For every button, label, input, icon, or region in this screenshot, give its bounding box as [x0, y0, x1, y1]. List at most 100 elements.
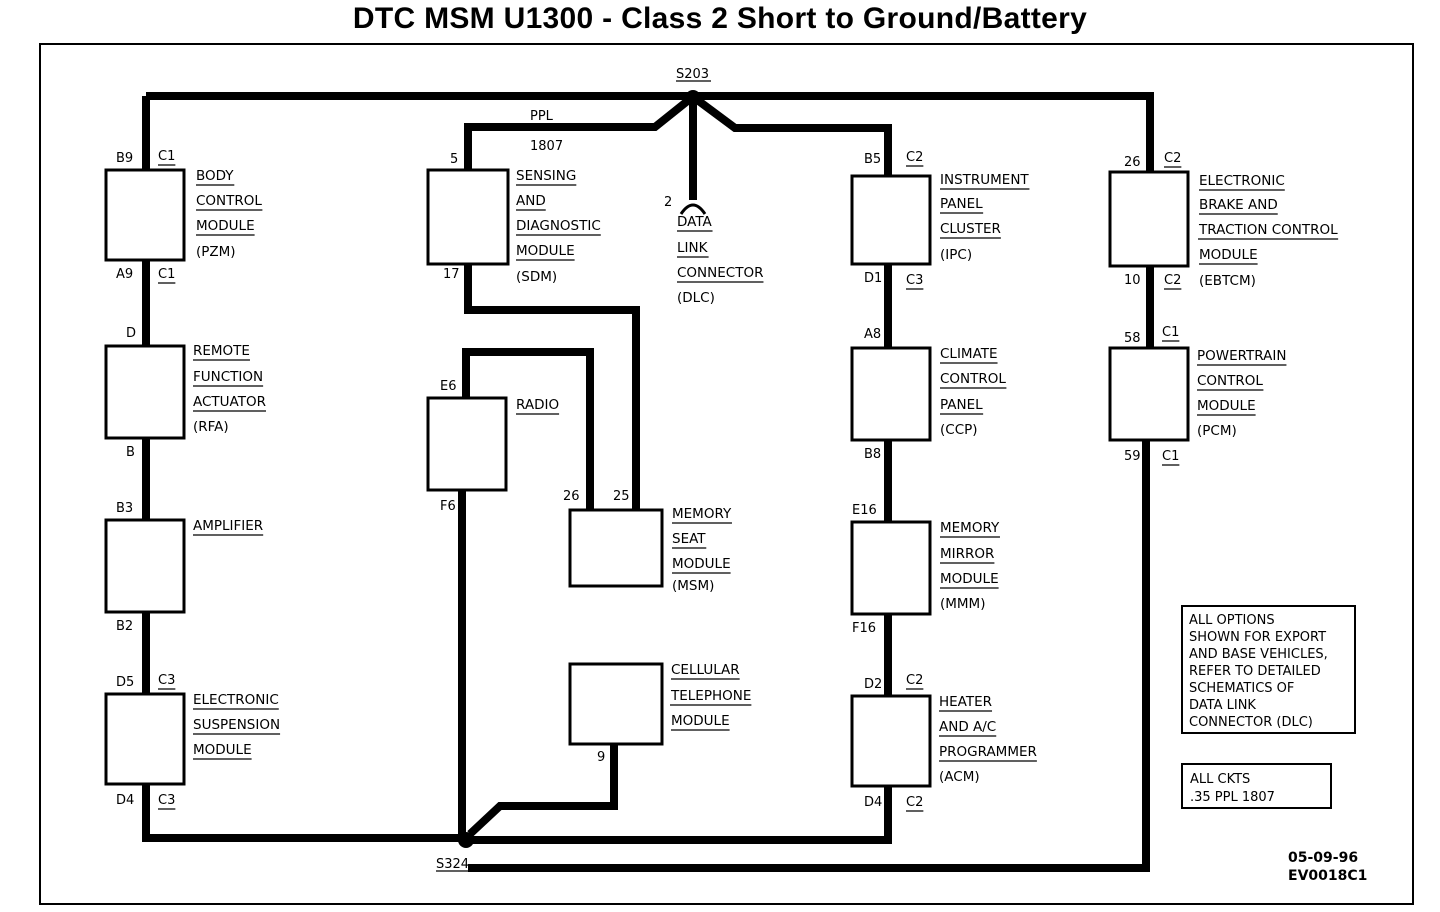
circuits-note-box: [1181, 763, 1332, 809]
pin-label: F16: [852, 621, 876, 636]
pin-label: C3: [906, 273, 923, 288]
box-radio: [426, 396, 508, 492]
box-amp: [104, 518, 186, 614]
diagram-date: 05-09-96: [1288, 850, 1358, 866]
pin-label: 26: [563, 489, 580, 504]
module-label: (CCP): [940, 422, 978, 438]
module-label: CLUSTER: [940, 221, 1001, 237]
dlc-connector-symbol: [679, 203, 707, 215]
note-line: SCHEMATICS OF: [1189, 681, 1294, 696]
box-ipc: [850, 174, 932, 266]
pin-label: 9: [597, 750, 605, 765]
module-label: MODULE: [940, 571, 999, 587]
pin-label: D5: [116, 675, 134, 690]
module-label: MODULE: [196, 218, 255, 234]
splice-s203-dot: [685, 90, 701, 106]
pin-label: D4: [116, 793, 134, 808]
module-label: AND A/C: [939, 719, 996, 735]
splice-s324-label: S324: [436, 857, 469, 872]
wire-ctm-s324: [467, 744, 618, 837]
pin-label: E16: [852, 503, 877, 518]
pin-label: C3: [158, 673, 175, 688]
module-label: AND: [516, 193, 546, 209]
note-line: REFER TO DETAILED: [1189, 664, 1321, 679]
module-label: SENSING: [516, 168, 576, 184]
module-label: BODY: [196, 168, 234, 184]
pin-label: D1: [864, 271, 882, 286]
pin-label: B3: [116, 501, 133, 516]
module-label: MODULE: [193, 742, 252, 758]
wire-circuit-label: 1807: [530, 139, 563, 154]
box-pzm: [104, 168, 186, 262]
box-ebtcm: [1108, 170, 1190, 268]
wire-sdm-msm: [464, 264, 640, 510]
module-label: FUNCTION: [193, 369, 263, 385]
pin-label: B5: [864, 152, 881, 167]
box-sdm: [426, 168, 510, 266]
module-label: (DLC): [677, 290, 715, 306]
note-line: .35 PPL 1807: [1190, 790, 1275, 805]
module-label: LINK: [677, 240, 709, 256]
pin-label: F6: [440, 499, 456, 514]
module-label: PANEL: [940, 196, 983, 212]
module-label: ELECTRONIC: [193, 692, 279, 708]
pin-label: 59: [1124, 449, 1141, 464]
splice-s324-dot: [458, 832, 474, 848]
module-label: (PZM): [196, 244, 236, 260]
module-label: PROGRAMMER: [939, 744, 1037, 760]
pin-label: 25: [613, 489, 630, 504]
note-line: AND BASE VEHICLES,: [1189, 647, 1328, 662]
module-label: INSTRUMENT: [940, 172, 1029, 188]
module-label: SUSPENSION: [193, 717, 280, 733]
box-esm: [104, 692, 186, 786]
pin-label: C1: [158, 149, 175, 164]
note-line: SHOWN FOR EXPORT: [1189, 630, 1326, 645]
pin-label: C1: [1162, 449, 1179, 464]
module-label: SEAT: [672, 531, 706, 547]
note-line: ALL CKTS: [1190, 772, 1250, 787]
pin-label: D4: [864, 795, 882, 810]
splice-s203-label: S203: [676, 67, 709, 82]
module-label: (MSM): [672, 578, 714, 594]
module-boxes: [104, 168, 1190, 788]
module-label: DIAGNOSTIC: [516, 218, 601, 234]
module-label: (SDM): [516, 269, 557, 285]
pin-label: C2: [906, 673, 923, 688]
box-ctm: [568, 662, 664, 746]
pin-label: C1: [158, 267, 175, 282]
pin-label: D2: [864, 677, 882, 692]
wire-right-column: [468, 264, 892, 844]
pin-label: B2: [116, 619, 133, 634]
module-label: MODULE: [672, 556, 731, 572]
pin-label: B: [126, 445, 135, 460]
module-label: ELECTRONIC: [1199, 173, 1285, 189]
module-label: POWERTRAIN: [1197, 348, 1286, 364]
pin-label: B9: [116, 151, 133, 166]
pin-label: C3: [158, 793, 175, 808]
pin-label: 10: [1124, 273, 1141, 288]
box-pcm: [1108, 346, 1190, 442]
wire-to-sdm: [464, 95, 693, 172]
pin-label: 5: [450, 152, 458, 167]
pin-label: D: [126, 326, 136, 341]
module-label: PANEL: [940, 397, 983, 413]
module-label: MODULE: [671, 713, 730, 729]
module-label: MIRROR: [940, 546, 994, 562]
diagram-title: DTC MSM U1300 - Class 2 Short to Ground/…: [352, 2, 1088, 35]
pin-label: B8: [864, 447, 881, 462]
module-label: CLIMATE: [940, 346, 998, 362]
pin-label: C2: [1164, 151, 1181, 166]
data-line-wires: [142, 92, 1154, 872]
module-label: TRACTION CONTROL: [1198, 222, 1338, 238]
module-label: REMOTE: [193, 343, 250, 359]
pin-label: 17: [443, 267, 460, 282]
pin-label: C2: [1164, 273, 1181, 288]
pin-label: A8: [864, 327, 881, 342]
wire-left-column: [142, 96, 466, 842]
diagram-code: EV0018C1: [1288, 868, 1367, 884]
note-line: ALL OPTIONS: [1189, 613, 1275, 628]
box-msm: [568, 508, 664, 588]
module-label: BRAKE AND: [1199, 197, 1278, 213]
module-label: (EBTCM): [1199, 273, 1256, 289]
